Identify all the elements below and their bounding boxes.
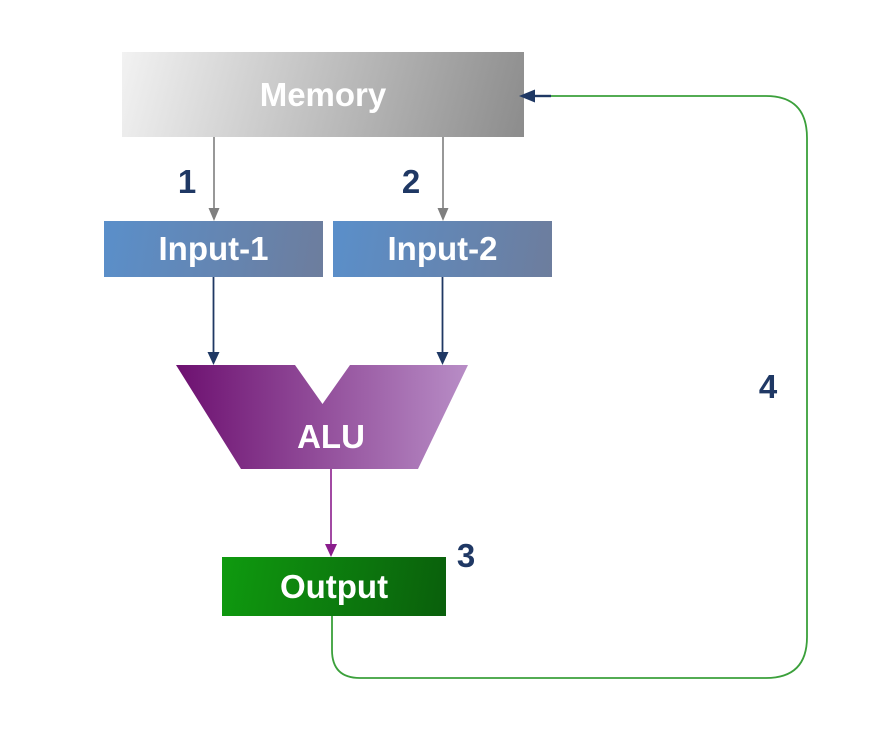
step-label-1: 1	[177, 163, 197, 200]
input2-node-label: Input-2	[387, 230, 498, 267]
arrow-memory-to-input1	[208, 137, 220, 221]
step-label-4: 4	[758, 368, 778, 405]
output-node-label: Output	[279, 567, 389, 605]
output-node: Output	[222, 557, 446, 616]
arrow-input2-to-alu	[436, 277, 449, 365]
step-label-2: 2	[401, 163, 421, 200]
step-label-3: 3	[456, 537, 476, 574]
arrow-memory-to-input2	[437, 137, 449, 221]
arrowhead-down-icon	[437, 208, 449, 221]
arrowhead-down-icon	[436, 352, 449, 365]
input1-node-label: Input-1	[158, 230, 269, 267]
arrowhead-down-icon	[325, 544, 337, 557]
input1-node: Input-1	[104, 221, 323, 277]
memory-node: Memory	[122, 52, 524, 137]
input2-node: Input-2	[333, 221, 552, 277]
arrow-input1-to-alu	[207, 277, 220, 365]
arrow-alu-to-output	[325, 469, 337, 557]
arrowhead-down-icon	[208, 208, 220, 221]
alu-node-label: ALU	[297, 418, 365, 455]
memory-node-label: Memory	[259, 75, 387, 113]
arrowhead-down-icon	[207, 352, 220, 365]
